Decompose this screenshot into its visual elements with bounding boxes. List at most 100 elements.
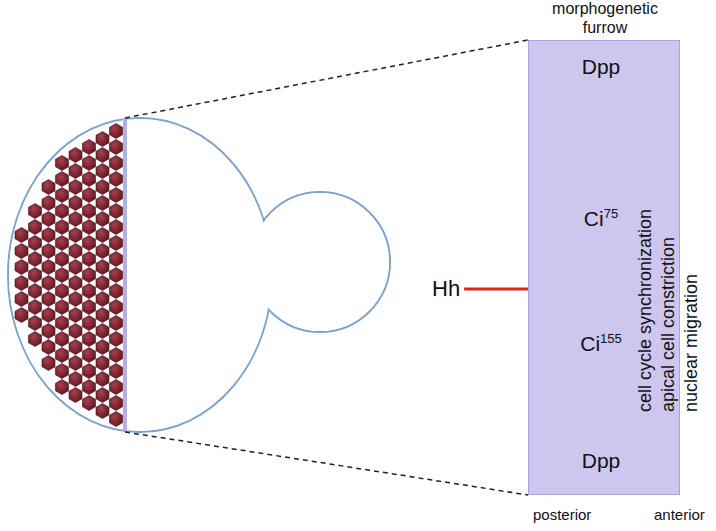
ommatidium <box>29 332 42 347</box>
ommatidium <box>83 188 96 203</box>
ommatidium <box>110 236 123 251</box>
ommatidium <box>83 396 96 411</box>
ommatidium <box>83 332 96 347</box>
ommatidium <box>110 316 123 331</box>
ommatidium <box>96 276 109 291</box>
ommatidium <box>110 364 123 379</box>
ommatidium <box>96 404 109 419</box>
ommatidium <box>110 396 123 411</box>
ommatidium <box>69 228 82 243</box>
ommatidium <box>83 380 96 395</box>
axis-label: posterior <box>533 506 591 523</box>
ommatidium <box>56 188 69 203</box>
ommatidium <box>96 260 109 275</box>
ommatidium <box>83 284 96 299</box>
ommatidium <box>110 380 123 395</box>
axis-label: anterior <box>654 506 705 523</box>
ommatidium <box>56 156 69 171</box>
ommatidium <box>42 340 55 355</box>
ommatidium <box>96 372 109 387</box>
ommatidium <box>96 148 109 163</box>
factor-name: Dpp <box>582 55 621 79</box>
ommatidium <box>83 316 96 331</box>
ommatidium <box>96 228 109 243</box>
zoom-line <box>125 40 528 118</box>
ommatidium <box>69 356 82 371</box>
ommatidium <box>110 188 123 203</box>
factor-name: Dpp <box>582 449 621 473</box>
zoom-line <box>125 432 528 495</box>
ommatidium <box>69 148 82 163</box>
ommatidium <box>42 260 55 275</box>
ommatidium <box>15 276 28 291</box>
ommatidium <box>69 260 82 275</box>
antennal-disc-outline <box>250 192 390 332</box>
ommatidium <box>29 220 42 235</box>
ommatidium <box>110 332 123 347</box>
ommatidium <box>110 412 123 427</box>
ommatidium <box>29 204 42 219</box>
ommatidium <box>110 124 123 139</box>
ommatidium <box>69 196 82 211</box>
ommatidium <box>15 308 28 323</box>
furrow-line <box>123 119 127 431</box>
ommatidium <box>56 284 69 299</box>
ommatidium <box>83 140 96 155</box>
ommatidium <box>42 180 55 195</box>
ommatidium <box>69 340 82 355</box>
ommatidium <box>42 276 55 291</box>
ommatidium <box>110 268 123 283</box>
ommatidium <box>56 268 69 283</box>
ommatidium <box>110 204 123 219</box>
ommatidium <box>29 236 42 251</box>
ommatidium <box>96 196 109 211</box>
ommatidium <box>96 180 109 195</box>
eye-disc-outline <box>8 118 272 432</box>
ommatidium <box>15 260 28 275</box>
ommatidium <box>69 292 82 307</box>
ommatidium <box>42 244 55 259</box>
ommatidium <box>69 164 82 179</box>
ommatidium <box>96 356 109 371</box>
ommatidium <box>29 300 42 315</box>
ommatidium <box>83 252 96 267</box>
ommatidium <box>96 308 109 323</box>
ommatidium <box>110 284 123 299</box>
antennal-disc-fill <box>251 193 389 331</box>
factor-node: Dpp <box>578 53 625 81</box>
ommatidium <box>69 324 82 339</box>
ommatidium <box>83 300 96 315</box>
ommatidium <box>56 204 69 219</box>
ommatidium <box>96 324 109 339</box>
ommatidium <box>29 252 42 267</box>
ommatidium <box>83 236 96 251</box>
ommatidium <box>29 284 42 299</box>
ommatidium <box>69 244 82 259</box>
ommatidium <box>83 268 96 283</box>
ommatidium <box>69 308 82 323</box>
ommatidium <box>42 324 55 339</box>
ommatidium <box>110 252 123 267</box>
ommatidium <box>42 196 55 211</box>
ommatidium <box>69 180 82 195</box>
ommatidium <box>96 132 109 147</box>
ommatidium <box>56 220 69 235</box>
ommatidium <box>96 340 109 355</box>
furrow-band: morphogenetic furrowDppCi75Ci155Dpp <box>528 40 680 495</box>
process-label: nuclear migration <box>680 274 702 412</box>
ommatidium <box>110 300 123 315</box>
signal-name: Hh <box>432 276 460 302</box>
ommatidium <box>42 212 55 227</box>
ommatidium <box>69 388 82 403</box>
ommatidium <box>83 172 96 187</box>
ommatidium <box>69 372 82 387</box>
ommatidium <box>56 172 69 187</box>
factor-name: Ci75 <box>584 202 618 231</box>
ommatidium <box>69 276 82 291</box>
ommatidium <box>96 292 109 307</box>
factor-node: Dpp <box>578 447 625 475</box>
ommatidium <box>69 212 82 227</box>
ommatidium <box>96 244 109 259</box>
ommatidium <box>56 236 69 251</box>
ommatidium <box>56 380 69 395</box>
